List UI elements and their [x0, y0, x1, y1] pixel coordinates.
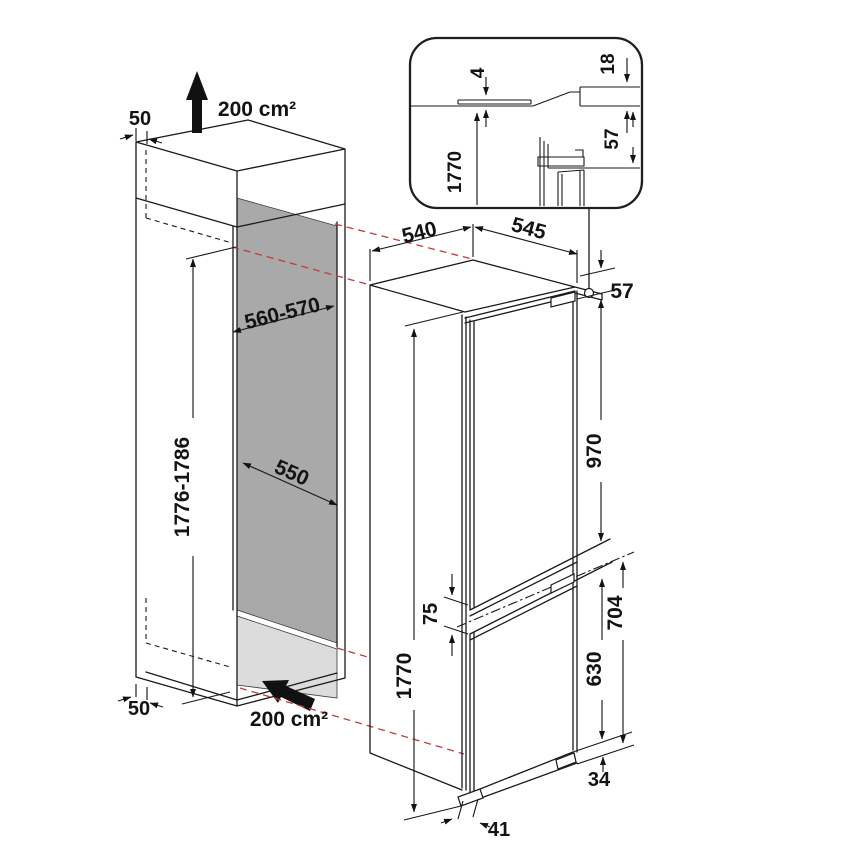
- niche-height-label: 1776-1786: [171, 437, 194, 537]
- niche-bottom-clearance-label: 50: [128, 698, 150, 720]
- dim-line-appliance-width: [474, 226, 578, 255]
- lower-section-height-label: 704: [604, 595, 627, 630]
- base-recess-label: 41: [488, 819, 510, 841]
- bottom-clearance-label: 34: [588, 769, 611, 791]
- arrow-top50-left: [119, 134, 134, 141]
- inset-overhang-label: 18: [598, 53, 619, 74]
- hinge-clearance-label: 57: [610, 280, 633, 303]
- dim-line-appliance-depth: [371, 225, 472, 253]
- arrow-bot50-left: [117, 696, 132, 703]
- arrow-41-left: [440, 818, 453, 825]
- arrow-bot50-right: [149, 702, 164, 709]
- door-split-centerline: [456, 551, 635, 628]
- freezer-door-height-label: 630: [583, 651, 606, 686]
- niche-drawing: [135, 71, 346, 711]
- arrow-41-right: [479, 822, 491, 829]
- arrow-top50-right: [148, 138, 163, 145]
- appliance-depth-label: 540: [400, 217, 440, 248]
- niche-hidden-edges: [145, 150, 233, 668]
- niche-top-clearance-label: 50: [129, 108, 151, 130]
- niche-top-vent-area-label: 200 cm²: [218, 98, 296, 121]
- dimension-lines: [117, 128, 635, 829]
- upper-door-height-label: 970: [583, 433, 606, 468]
- door-handle-grooves: [550, 291, 576, 594]
- appliance-drawing: [369, 207, 635, 807]
- appliance-width-label: 545: [509, 213, 549, 244]
- leveling-feet: [457, 752, 577, 807]
- detail-inset: [408, 36, 644, 210]
- niche-side-wall-panel: [236, 197, 338, 644]
- appliance-height-label: 1770: [393, 653, 416, 700]
- bottom-airflow-arrow-icon: [262, 680, 315, 711]
- dim-line-niche-width: [232, 305, 335, 333]
- door-gap-label: 75: [420, 603, 442, 625]
- top-airflow-arrow-icon: [186, 71, 208, 133]
- inset-height-label: 1770: [445, 151, 466, 193]
- appliance-outline: [369, 207, 613, 803]
- inset-top-clearance-label: 57: [602, 128, 623, 149]
- inset-section-drawing: [410, 86, 640, 206]
- inset-top-gap-label: 4: [468, 67, 489, 78]
- inset-frame: [408, 36, 644, 210]
- niche-bottom-vent-area-label: 200 cm²: [250, 708, 328, 731]
- dimension-ticks: [135, 128, 635, 821]
- dim-line-niche-depth: [242, 462, 338, 506]
- dimension-labels: 50 200 cm² 560-570 1776-1786 550 50 200 …: [128, 53, 634, 841]
